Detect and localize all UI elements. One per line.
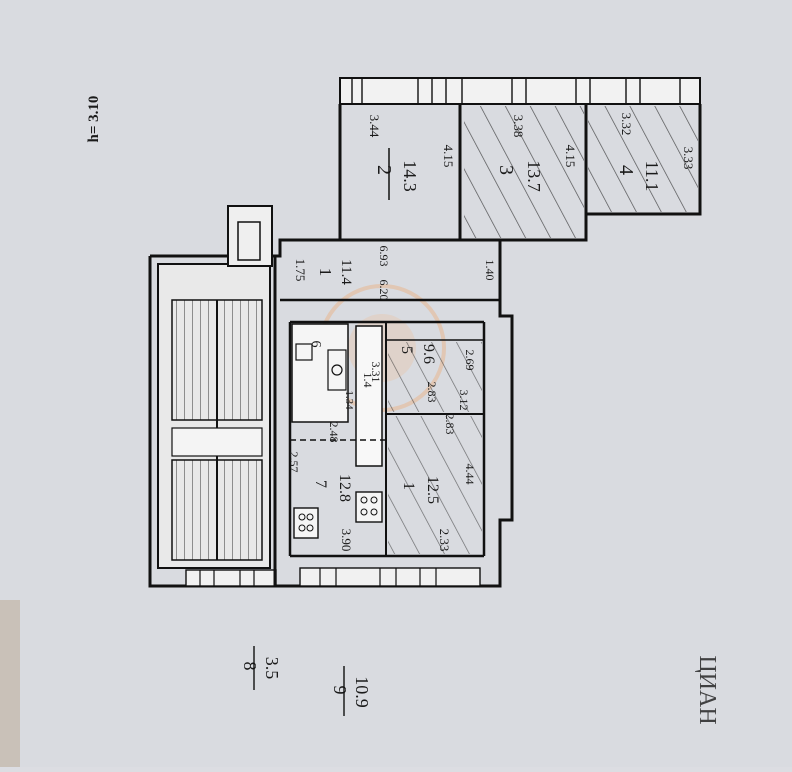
kitchen-dim-c: 2.33	[437, 529, 452, 552]
room-5-area: 9.6	[420, 344, 437, 364]
room-6-dim: 1.34	[343, 390, 355, 410]
room-4-area: 11.1	[642, 161, 662, 192]
ceiling-height-label: h= 3.10	[86, 96, 102, 143]
room-2-dim-length: 4.15	[441, 145, 456, 168]
room-6-area: 1.4	[361, 373, 375, 388]
corridor-dim-width: 1.75	[293, 259, 308, 282]
room-3-dim-width: 3.38	[511, 115, 526, 138]
room-6-number: 6	[308, 341, 323, 348]
room-3-area: 13.7	[524, 160, 544, 192]
room-7-dim-b: 3.90	[339, 529, 354, 552]
kitchen-dim-a: 2.83	[443, 414, 457, 435]
kitchen-number: 1	[400, 482, 417, 490]
room-7-dim-a: 2.48	[327, 422, 341, 443]
room-4-number: 4	[615, 165, 637, 175]
room-3-number: 3	[495, 165, 517, 175]
room-4-dim-width: 3.32	[619, 113, 634, 136]
legend-8-area: 3.5	[262, 657, 282, 680]
room-3-dim-length: 4.15	[563, 145, 578, 168]
room-7-dim-c: 2.57	[287, 452, 301, 473]
kitchen-dim-b: 4.44	[463, 464, 477, 485]
room-5-dim-c: 2.69	[463, 350, 477, 371]
room-5-dim-b: 2.83	[425, 382, 439, 403]
room-kitchen: 2.83 1 12.5 4.44 2.33	[400, 414, 477, 552]
room-5-number: 5	[398, 346, 415, 354]
room-6: 6 1.4 1.34	[308, 341, 375, 411]
room-2-number: 2	[373, 165, 395, 175]
room-4-dim-length: 3.33	[681, 147, 696, 170]
corridor-dim-length: 6.20	[377, 280, 391, 301]
upper-block	[338, 77, 702, 242]
room-7-area: 12.8	[336, 474, 353, 502]
legend-8-number: 8	[240, 662, 260, 671]
legend-9-area: 10.9	[352, 676, 372, 708]
room-5-dim-d: 3.12	[457, 390, 471, 411]
room-2-area: 14.3	[400, 160, 420, 192]
room-2: 2 14.3 3.44 4.15	[367, 115, 456, 200]
legend-9-number: 9	[330, 686, 350, 695]
room-7-number: 7	[312, 480, 329, 488]
main-block	[148, 205, 514, 588]
legend-item-8: 8 3.5	[240, 646, 282, 690]
corridor-area: 11.4	[338, 259, 354, 285]
corridor-dim-length-2: 6.93	[377, 246, 391, 267]
watermark-text: ЦИАН	[694, 655, 720, 724]
room-5: 3.31 5 9.6 2.83 2.69 3.12	[369, 344, 477, 411]
corridor-dim-end: 1.40	[483, 260, 497, 281]
kitchen-area: 12.5	[424, 476, 441, 504]
room-corridor: 1.75 1 11.4 6.20 6.93 1.40	[293, 246, 497, 301]
room-4: 4 11.1 3.32 3.33	[615, 113, 696, 192]
room-5-dim-a: 3.31	[369, 362, 383, 383]
room-2-dim-width: 3.44	[367, 115, 382, 138]
room-3: 3 13.7 3.38 4.15	[495, 115, 578, 192]
legend-item-9: 9 10.9	[330, 666, 372, 716]
room-7: 2.48 2.57 7 12.8 3.90	[287, 422, 354, 552]
corridor-number: 1	[316, 268, 335, 277]
